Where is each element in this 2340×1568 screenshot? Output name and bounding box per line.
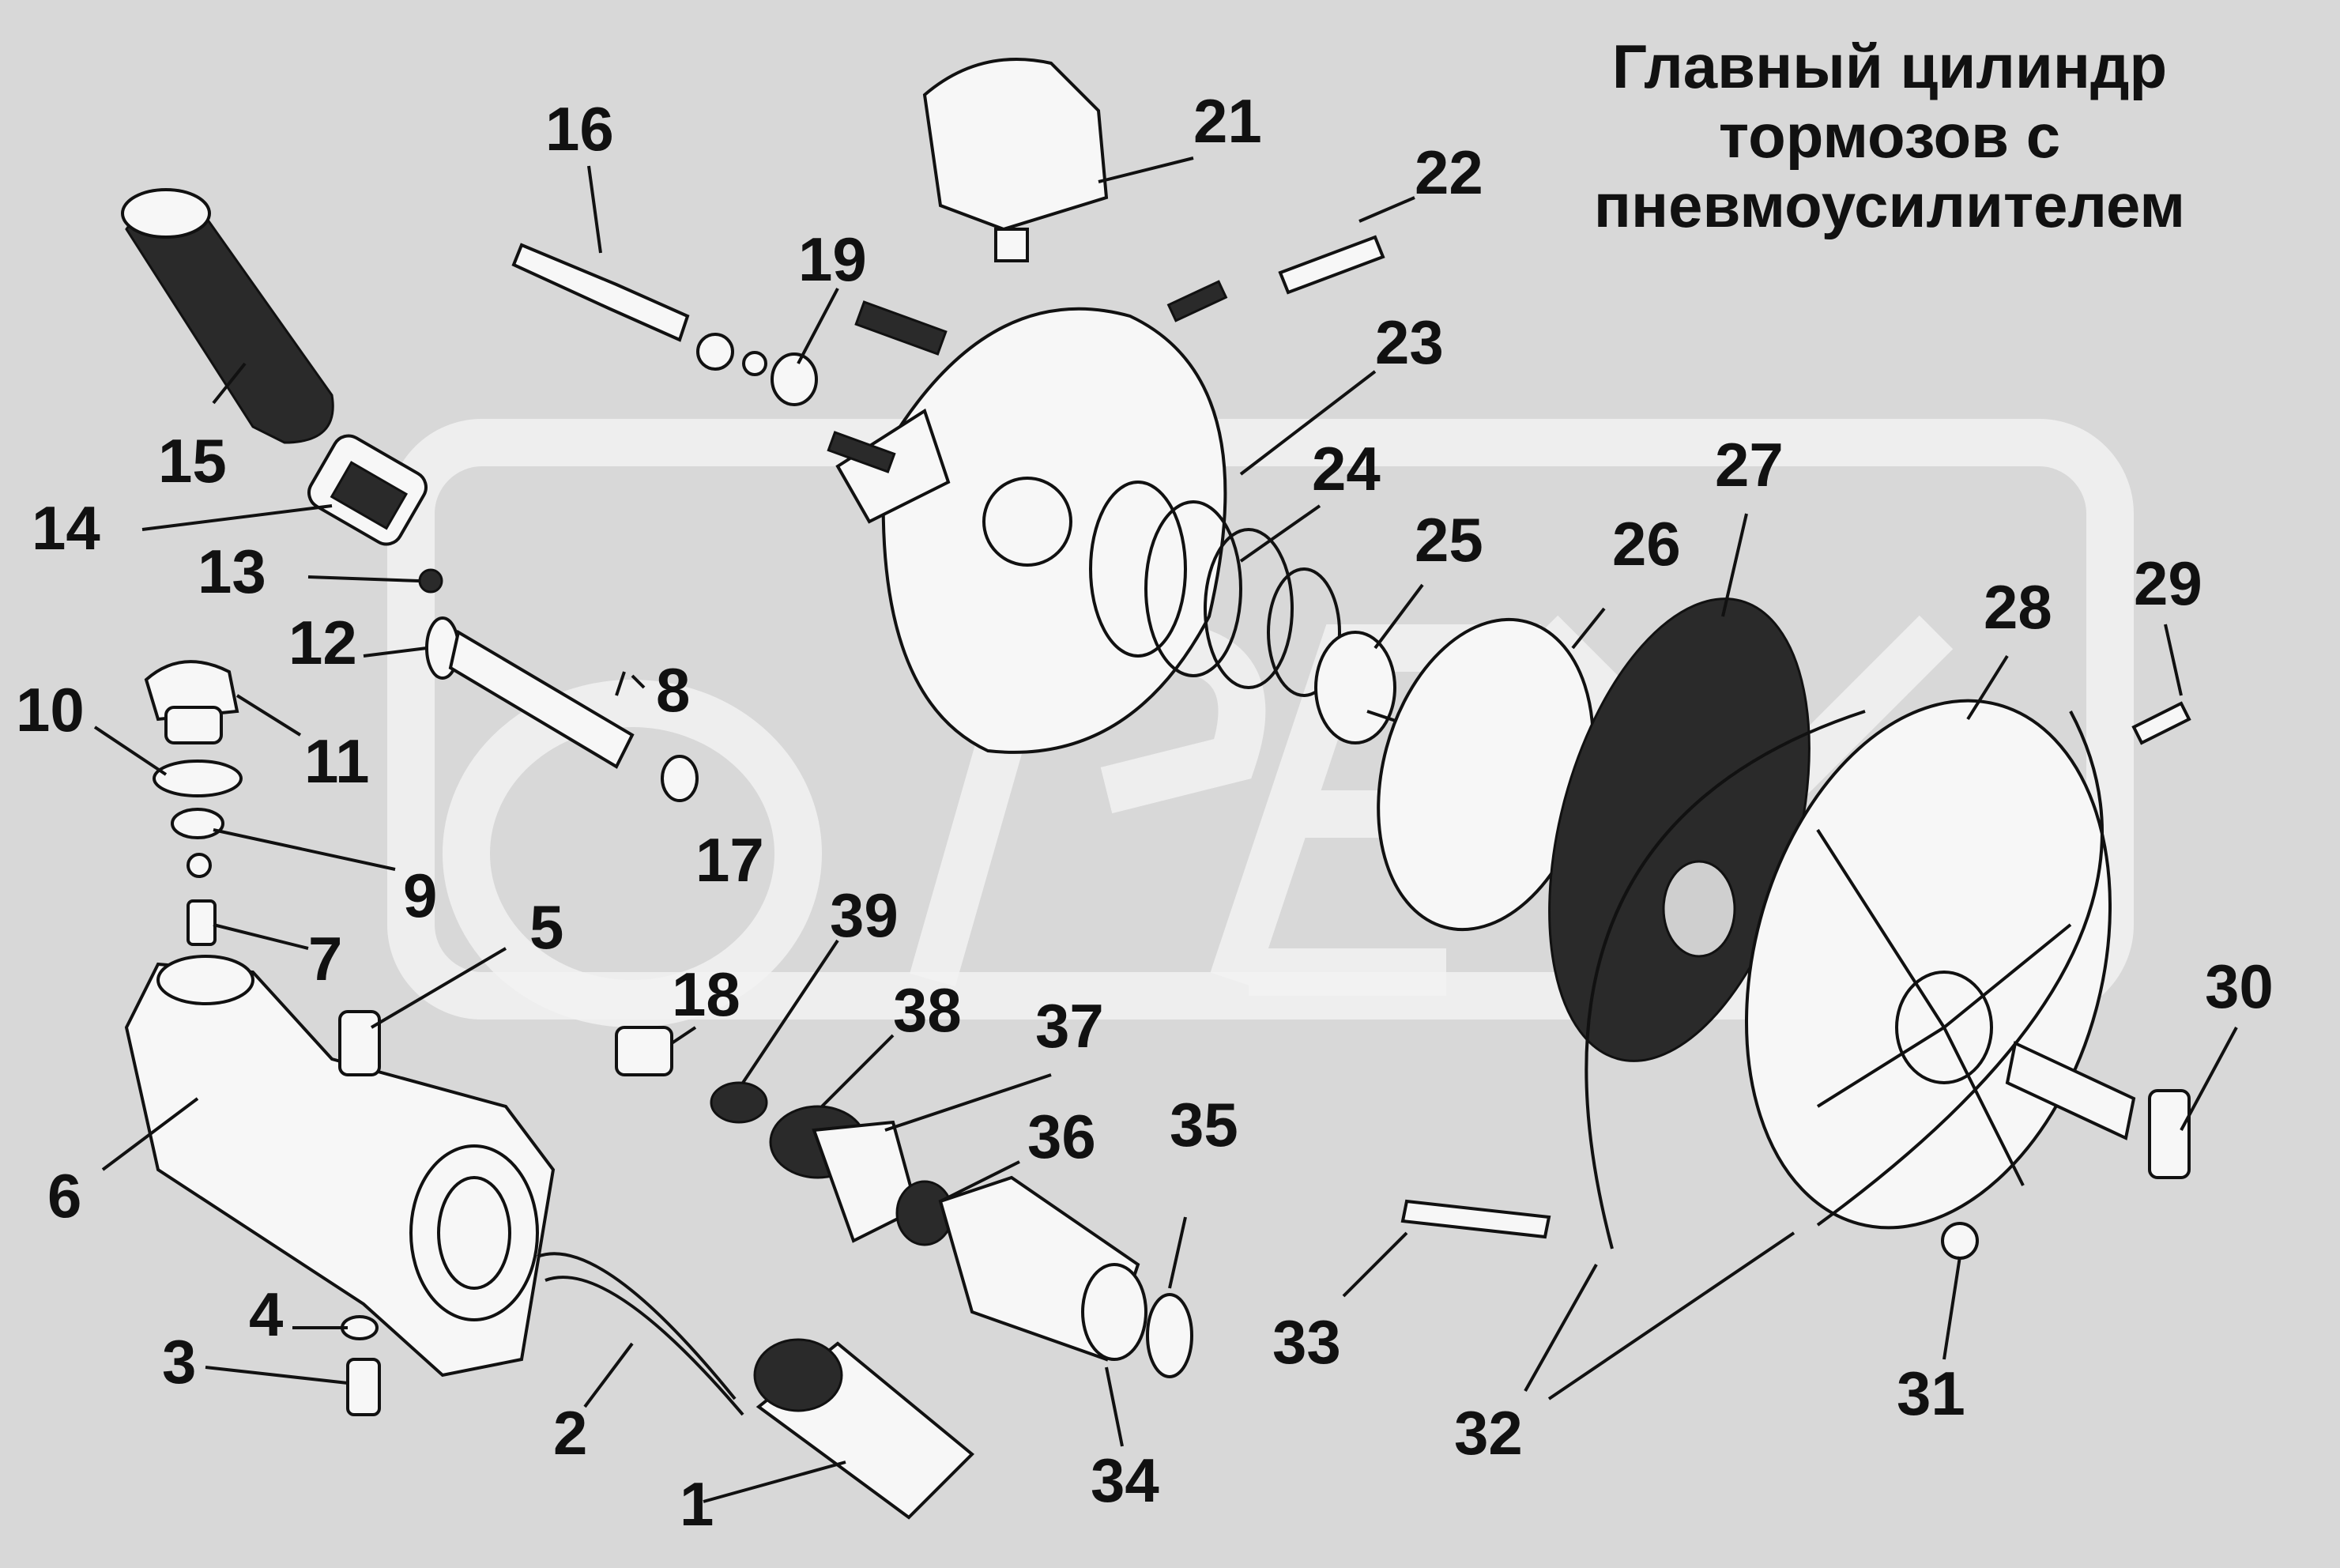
callout-3: 3 [162, 1327, 196, 1396]
callout-33: 33 [1272, 1307, 1341, 1377]
part-29-bolt [2131, 701, 2191, 745]
part-34-sleeve [938, 1175, 1147, 1362]
part-9-nut [171, 808, 224, 839]
callout-2: 2 [553, 1398, 587, 1468]
part-17-ring [661, 755, 699, 802]
callout-32: 32 [1454, 1398, 1523, 1468]
callout-29: 29 [2134, 548, 2202, 618]
callout-12: 12 [288, 608, 357, 677]
callout-7: 7 [308, 924, 342, 993]
callout-1: 1 [680, 1469, 714, 1539]
leader-lines [93, 156, 2238, 1503]
callout-39: 39 [830, 880, 899, 950]
callout-37: 37 [1035, 991, 1104, 1061]
callout-10: 10 [16, 675, 85, 744]
part-12-pusher [425, 616, 635, 769]
part-3-bolt [346, 1358, 381, 1416]
callout-24: 24 [1312, 434, 1381, 503]
part-8-pin [615, 671, 626, 696]
part-32-clamp-left [1584, 710, 1866, 1250]
callout-11: 11 [304, 726, 369, 796]
callout-4: 4 [249, 1280, 283, 1349]
part-16-stud [511, 243, 690, 342]
callout-13: 13 [198, 537, 266, 606]
callout-14: 14 [32, 493, 100, 563]
part-2-spring [537, 1252, 737, 1400]
part-32-clamp-right [1816, 710, 2104, 1227]
callout-17: 17 [695, 825, 764, 895]
part-15-boot [121, 188, 334, 444]
part-13-ball [418, 568, 443, 594]
callout-28: 28 [1984, 572, 2052, 642]
title-line-3: пневмоусилителем [1593, 171, 2186, 240]
part-10-gasket [153, 760, 243, 797]
callout-27: 27 [1715, 430, 1784, 499]
part-14-valve [307, 434, 428, 546]
part-1-piston [753, 1338, 974, 1520]
part-5-fitting [338, 1010, 381, 1076]
callout-18: 18 [672, 959, 740, 1029]
callout-31: 31 [1897, 1359, 1965, 1428]
callout-9: 9 [403, 861, 437, 930]
callout-30: 30 [2205, 952, 2274, 1021]
callout-26: 26 [1612, 509, 1681, 579]
callout-19: 19 [798, 224, 867, 294]
part-30-pushrod [2005, 1041, 2191, 1179]
callout-38: 38 [893, 975, 962, 1045]
part-21-reservoir-cap [922, 58, 1109, 262]
callout-8: 8 [656, 655, 690, 725]
callout-25: 25 [1415, 505, 1483, 575]
callout-15: 15 [158, 426, 227, 496]
callout-22: 22 [1415, 138, 1483, 207]
title-line-2: тормозов с [1718, 101, 2061, 171]
part-7-spring [187, 899, 217, 946]
part-18-plug [615, 1026, 673, 1076]
part-39-seal [710, 1081, 768, 1124]
diagram-title: Главный цилиндр тормозов с пневмоусилите… [1494, 32, 2285, 240]
part-35-gasket [1146, 1293, 1193, 1378]
part-19-nut-washer [696, 333, 818, 406]
part-9-washer [187, 853, 212, 878]
part-31-nut [1941, 1222, 1979, 1260]
part-28-rear-housing [1744, 699, 2112, 1230]
callout-34: 34 [1091, 1446, 1159, 1515]
callout-21: 21 [1193, 86, 1262, 156]
part-33-bolt [1400, 1199, 1551, 1239]
title-line-1: Главный цилиндр [1611, 32, 2168, 101]
callout-6: 6 [47, 1161, 81, 1231]
callout-16: 16 [545, 94, 614, 164]
callout-5: 5 [529, 892, 563, 962]
part-24-spring [1089, 481, 1341, 697]
callout-23: 23 [1375, 307, 1444, 377]
callout-35: 35 [1170, 1090, 1238, 1159]
callout-36: 36 [1027, 1102, 1096, 1171]
callout-labels: 1 2 3 4 5 6 7 8 9 10 11 12 13 14 15 16 1… [16, 86, 2274, 1539]
part-22-stud [1278, 235, 1385, 295]
part-11-plug [144, 660, 239, 744]
part-23-front-housing [827, 280, 1228, 754]
part-6-cylinder-body [124, 955, 556, 1378]
